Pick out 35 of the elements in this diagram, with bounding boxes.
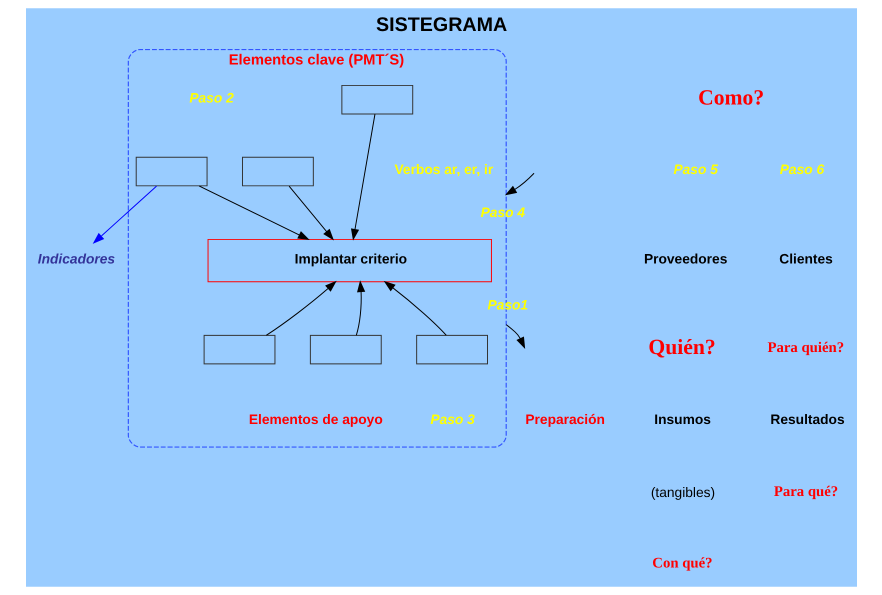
- node-text: Indicadores: [37, 251, 115, 266]
- diagram-title: SISTEGRAMA: [376, 14, 507, 36]
- node-box: [135, 156, 208, 186]
- arrow: [350, 114, 375, 241]
- label: Para quién?: [766, 340, 844, 356]
- label: Elementos de apoyo: [248, 412, 382, 428]
- arrow: [265, 280, 336, 336]
- node-box: [309, 334, 382, 364]
- label: Como?: [698, 85, 764, 110]
- label: Paso 3: [430, 412, 474, 428]
- label: Preparación: [524, 412, 604, 428]
- label: Con qué?: [652, 556, 712, 572]
- arrow: [92, 186, 157, 244]
- arrow: [288, 186, 334, 240]
- label: Paso 6: [779, 162, 824, 178]
- label: Verbos ar, er, ir: [394, 162, 493, 178]
- arrow: [505, 324, 525, 349]
- label: Para qué?: [773, 484, 838, 500]
- node-box: [416, 334, 488, 364]
- label: Clientes: [778, 251, 832, 266]
- node-box: [203, 334, 275, 364]
- arrow: [198, 185, 310, 240]
- label: Quién?: [648, 335, 716, 360]
- label: (tangibles): [650, 484, 715, 500]
- arrow: [504, 172, 534, 196]
- node-box: Implantar criterio: [207, 238, 492, 282]
- arrow: [355, 280, 365, 336]
- arrow: [383, 280, 446, 336]
- label: Insumos: [654, 412, 710, 428]
- node-box: [340, 84, 413, 114]
- node-box: [242, 156, 314, 186]
- label: Proveedores: [643, 251, 727, 266]
- label: Paso 5: [672, 162, 718, 178]
- label: Resultados: [770, 412, 844, 428]
- label: Paso 2: [188, 90, 234, 106]
